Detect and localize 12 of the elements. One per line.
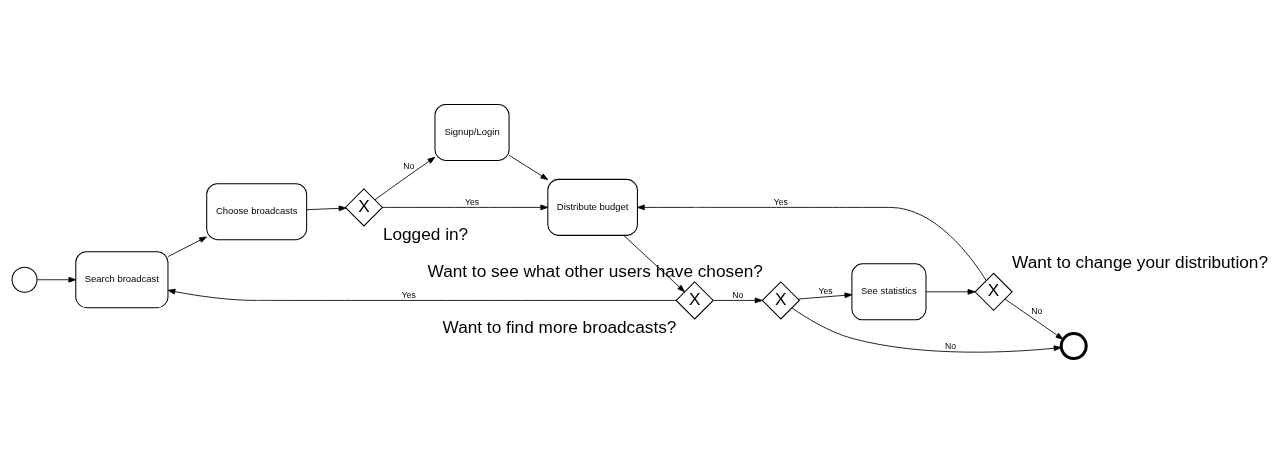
edge-label: Yes [818,285,833,296]
edge-label: No [945,340,957,351]
edge-label: No [1031,306,1043,317]
edge-label: No [403,160,415,171]
node-label: Logged in? [382,223,469,244]
edge-label: No [732,289,744,300]
edge-label: Yes [401,289,416,300]
edge-label: Yes [465,196,480,207]
node-label: Want to find more broadcasts? [442,316,677,337]
node-label: Want to change your distribution? [1012,252,1268,273]
node-label: Want to see what other users have chosen? [427,260,763,281]
edge-label: Yes [773,196,788,207]
